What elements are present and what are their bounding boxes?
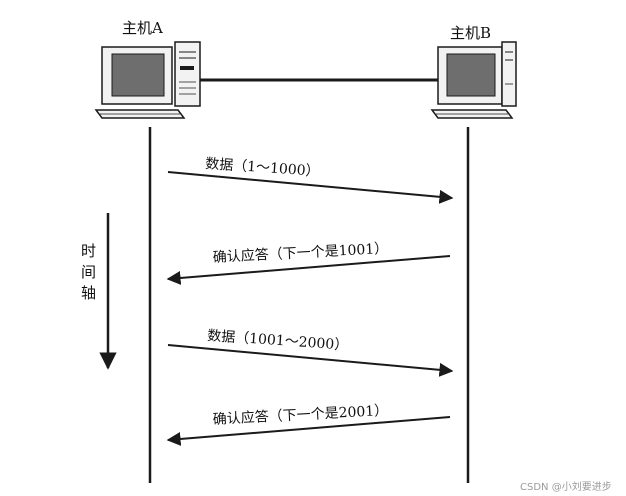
host-a-label: 主机A [122,19,163,37]
time-axis-char: 间 [81,263,96,281]
message-arrow-2 [166,255,451,285]
host-b-computer-icon [430,41,517,119]
message-label-1: 数据（1～1000） [205,156,320,180]
time-axis-char: 轴 [81,284,96,302]
time-axis-char: 时 [81,242,96,260]
message-label-2: 确认应答（下一个是1001） [212,240,388,266]
watermark-text: CSDN @小刘要进步 [520,481,612,493]
host-a-computer-icon [94,41,201,119]
time-axis-label: 时 间 轴 [81,242,96,302]
host-b-label: 主机B [450,24,491,42]
message-arrow-4 [166,416,451,446]
message-arrow-3 [167,344,454,377]
message-arrow-1 [167,171,454,204]
